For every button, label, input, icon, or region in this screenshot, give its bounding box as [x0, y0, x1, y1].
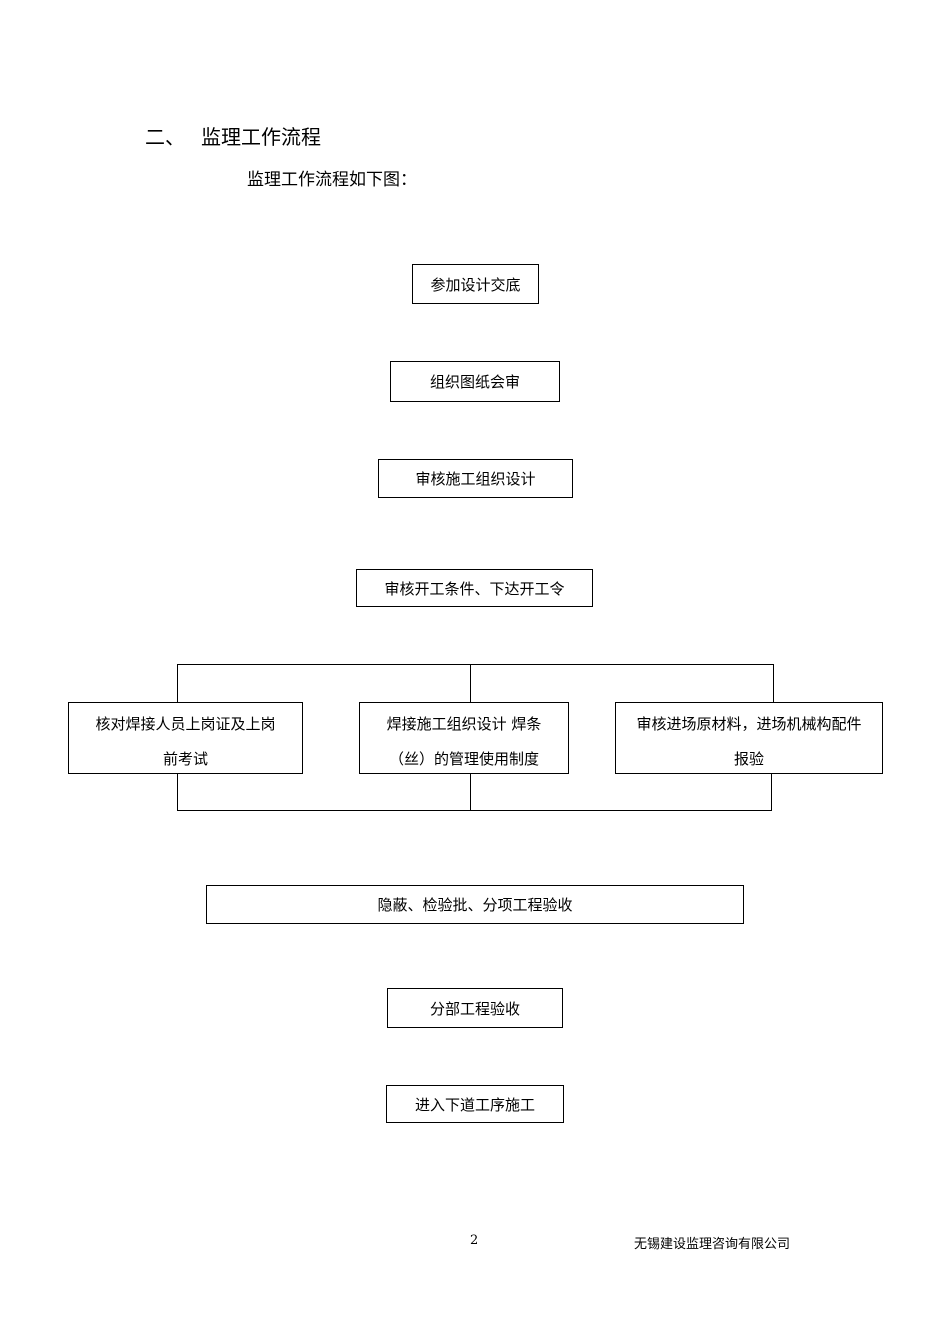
section-heading: 二、监理工作流程: [145, 121, 321, 150]
connector-top-middle: [470, 664, 471, 702]
flow-branch-material-inspection: 审核进场原材料，进场机械构配件 报验: [615, 702, 883, 774]
section-title: 监理工作流程: [201, 125, 321, 149]
connector-bottom-middle: [470, 773, 471, 811]
flow-step-construction-plan-review: 审核施工组织设计: [378, 459, 573, 498]
connector-top-left: [177, 664, 178, 702]
branch-left-line2: 前考试: [162, 750, 208, 768]
flow-step-design-briefing: 参加设计交底: [412, 264, 539, 304]
flow-step-start-order: 审核开工条件、下达开工令: [356, 569, 593, 607]
flow-step-concealed-work-acceptance: 隐蔽、检验批、分项工程验收: [206, 885, 744, 924]
page-number: 2: [470, 1233, 479, 1248]
branch-right-line1: 审核进场原材料，进场机械构配件: [636, 715, 862, 733]
section-number: 二、: [145, 125, 185, 149]
branch-middle-line1: 焊接施工组织设计 焊条: [386, 715, 542, 733]
section-intro: 监理工作流程如下图：: [247, 170, 417, 190]
connector-bottom-right: [771, 773, 772, 811]
connector-top-horizontal: [177, 664, 774, 665]
connector-bottom-horizontal: [177, 810, 772, 811]
connector-top-right: [773, 664, 774, 702]
flow-branch-welding-plan: 焊接施工组织设计 焊条 （丝）的管理使用制度: [359, 702, 569, 774]
flow-step-drawing-review: 组织图纸会审: [390, 361, 560, 402]
branch-middle-line2: （丝）的管理使用制度: [388, 750, 539, 768]
connector-bottom-left: [177, 773, 178, 811]
company-name: 无锡建设监理咨询有限公司: [634, 1237, 791, 1252]
flow-step-next-process: 进入下道工序施工: [386, 1085, 564, 1123]
flow-branch-welder-certification: 核对焊接人员上岗证及上岗 前考试: [68, 702, 303, 774]
branch-right-line2: 报验: [733, 750, 764, 768]
branch-left-line1: 核对焊接人员上岗证及上岗: [95, 715, 276, 733]
flow-step-division-acceptance: 分部工程验收: [387, 988, 563, 1028]
